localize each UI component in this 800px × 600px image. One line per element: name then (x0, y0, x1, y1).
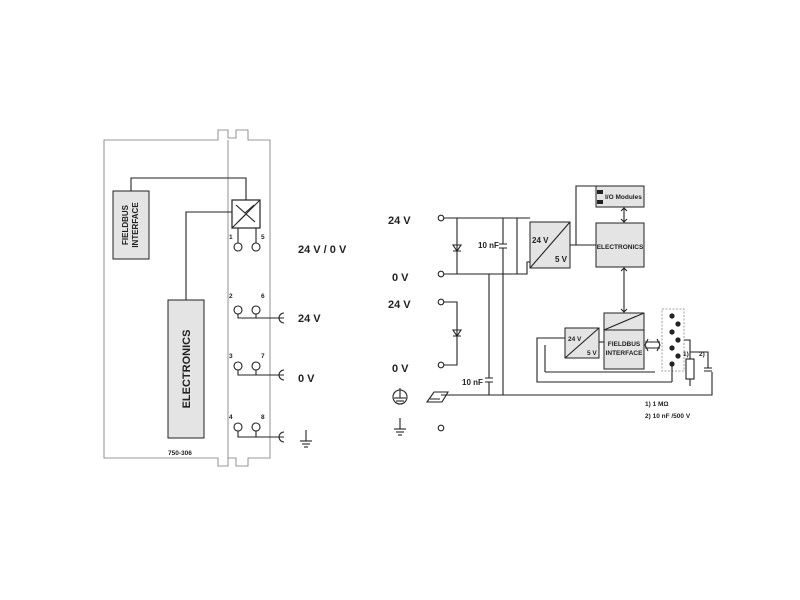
wire-terminal-24v (237, 314, 284, 319)
capacitor-10nf (690, 351, 712, 372)
terminal-contact-1 (233, 242, 243, 252)
pin-number: 5 (261, 234, 265, 241)
wire-terminal-0v (237, 370, 284, 376)
module-drawing: FIELDBUS INTERFACE ELECTRONICS 1 5 2 6 3… (103, 129, 285, 467)
pin-number: 4 (229, 414, 233, 421)
capacitor-b-label: 10 nF (462, 378, 483, 387)
supply-loop-1 (444, 217, 518, 275)
terminal-contact-8 (251, 422, 261, 432)
terminal-contact (437, 298, 445, 306)
wire-converter-io (575, 185, 596, 245)
terminal-0v-label: 0 V (298, 373, 315, 385)
converter-in-label: 24 V (532, 236, 549, 245)
terminal-contact (437, 214, 445, 222)
wire-electronics (185, 211, 232, 300)
io-connector (597, 190, 603, 194)
isolated-converter-diagonal (564, 327, 600, 359)
terminal-contact-7 (251, 361, 261, 371)
fieldbus-interface-block (603, 312, 645, 370)
electronics-block (595, 222, 645, 268)
capacitor-a-wire (499, 218, 507, 395)
wire-terminal-pe (237, 431, 284, 438)
io-bus-arrow (620, 207, 628, 223)
footnote-2: 2) 10 nF /500 V (645, 413, 691, 420)
isolated-converter-out-label: 5 V (587, 350, 597, 357)
converter-diagonal (529, 221, 571, 269)
terminal-contact-5 (251, 242, 261, 252)
terminal-contact (437, 424, 445, 432)
input2-24v-label: 24 V (388, 299, 411, 311)
capacitor-marker: 2) (699, 351, 705, 358)
pin-number: 8 (261, 414, 265, 421)
resistor-wire-top (684, 339, 691, 359)
terminal-hook-0v (278, 369, 285, 381)
isolation-arrow-bottom (237, 213, 256, 223)
pin-number: 1 (229, 234, 233, 241)
ground-bus (441, 372, 713, 396)
terminal-hook-pe (278, 431, 285, 443)
io-modules-block (595, 185, 645, 208)
pin-number: 2 (229, 293, 233, 300)
terminal-contact-3 (233, 361, 243, 371)
io-modules-label: I/O Modules (605, 194, 642, 201)
rail-clip-icon (425, 391, 449, 403)
converter-feed (517, 217, 530, 275)
isolated-converter-in-label: 24 V (568, 336, 582, 343)
fieldbus-isolation-diagonal (603, 312, 645, 331)
schematic: 24 V 0 V 24 V 0 V 10 nF 10 nF (388, 185, 713, 436)
led-icon (451, 329, 463, 337)
earth-icon (392, 388, 408, 405)
resistor-1m (685, 358, 695, 380)
input1-24v-label: 24 V (388, 215, 411, 227)
capacitor-b-wire (485, 274, 493, 395)
module-housing (103, 129, 271, 467)
capacitor-a-label: 10 nF (478, 241, 499, 250)
fieldbus-label-line2: INTERFACE (131, 202, 140, 248)
fieldbus-interface-label-line2: INTERFACE (606, 350, 644, 357)
terminal-contact (437, 270, 445, 278)
input2-0v-label: 0 V (392, 363, 409, 375)
pin-number: 7 (261, 353, 265, 360)
fieldbus-supply-loop (536, 337, 672, 383)
resistor-marker: 1) (683, 351, 689, 358)
pin-number: 6 (261, 293, 265, 300)
isolation-arrow-top (235, 204, 255, 214)
connector-pins (669, 313, 681, 367)
input1-0v-label: 0 V (392, 272, 409, 284)
terminal-contact-4 (233, 422, 243, 432)
io-connector (597, 200, 603, 204)
pin-number: 3 (229, 353, 233, 360)
terminal-contact-6 (251, 305, 261, 315)
led-branch-2 (444, 301, 458, 366)
footnote-1: 1) 1 MΩ (645, 401, 669, 408)
electronics-label: ELECTRONICS (181, 330, 193, 409)
internal-bus-arrow (620, 267, 628, 313)
fieldbus-interface-label-line1: FIELDBUS (608, 341, 641, 348)
terminal-24v-label: 24 V (298, 313, 321, 325)
part-number: 750-306 (168, 450, 192, 457)
converter-out-label: 5 V (555, 255, 568, 264)
wire-fieldbus (130, 177, 247, 200)
fieldbus-interface-box (112, 190, 150, 260)
terminal-contact (437, 361, 445, 369)
led-icon (451, 244, 463, 252)
terminal-contact-2 (233, 305, 243, 315)
ground-icon (300, 430, 312, 448)
terminal-hook-24v (278, 312, 285, 324)
electronics-block-label: ELECTRONICS (597, 244, 644, 251)
fieldbus-connector-arrow (644, 338, 661, 352)
fieldbus-label-line1: FIELDBUS (121, 204, 130, 245)
supply-pair-label: 24 V / 0 V (298, 244, 347, 256)
ground-icon (394, 418, 406, 436)
